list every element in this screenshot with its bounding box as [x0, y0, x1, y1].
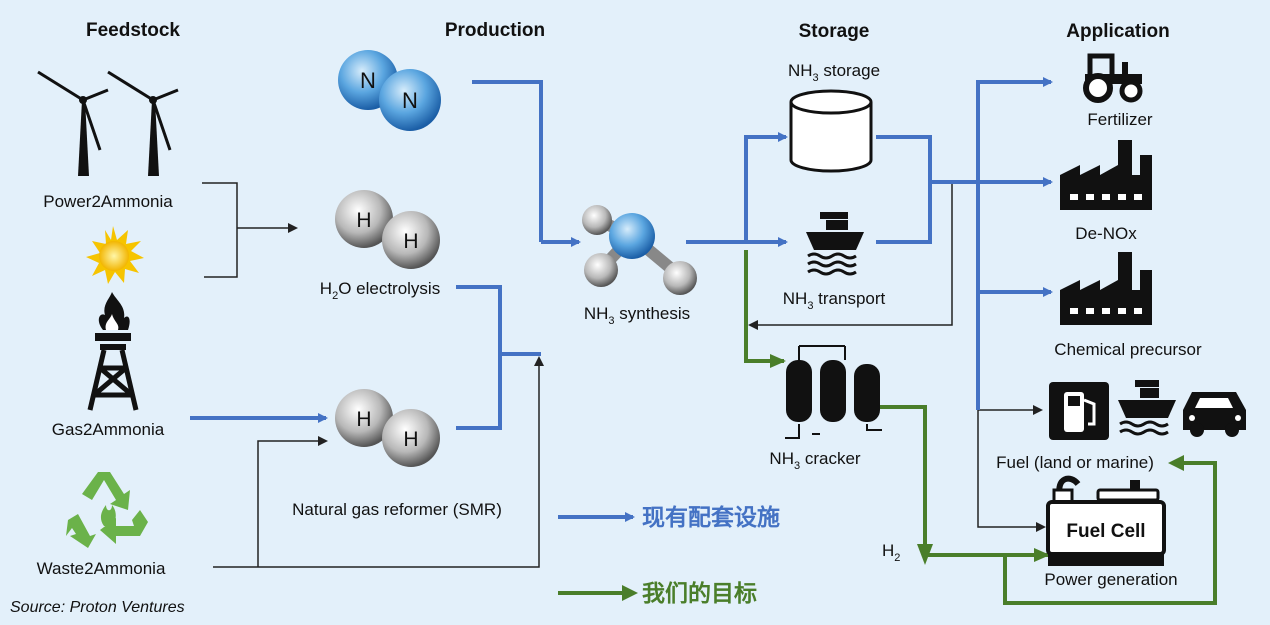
header-production: Production	[445, 20, 545, 41]
factory-denox-icon	[1060, 140, 1152, 210]
green-arrowheads	[622, 354, 1184, 601]
nh3-molecule-icon	[582, 205, 697, 295]
h2-molecule-smr-icon: H H	[335, 389, 440, 467]
h2-molecule-electrolysis-icon: H H	[335, 190, 440, 269]
label-smr: Natural gas reformer (SMR)	[292, 500, 502, 519]
label-power-generation: Power generation	[1044, 570, 1177, 589]
ship-icon	[806, 212, 864, 276]
legend-existing: 现有配套设施	[642, 504, 780, 531]
wind-turbine-icon	[37, 70, 179, 176]
label-h2: H2	[882, 541, 900, 564]
source-caption: Source: Proton Ventures	[10, 599, 185, 616]
label-power2ammonia: Power2Ammonia	[43, 192, 173, 211]
storage-tank-icon	[789, 89, 873, 173]
tractor-icon	[1083, 53, 1143, 103]
legend-target: 我们的目标	[642, 580, 757, 607]
h-atom-1: H	[356, 209, 371, 232]
header-storage: Storage	[799, 21, 870, 42]
header-feedstock: Feedstock	[86, 20, 180, 41]
fuel-cell-icon	[1046, 475, 1166, 566]
n2-molecule-icon: N N	[338, 50, 441, 131]
h-atom-4: H	[403, 428, 418, 451]
h-atom-3: H	[356, 408, 371, 431]
label-nh3-synthesis: NH3 synthesis	[584, 304, 690, 327]
label-fuel: Fuel (land or marine)	[996, 453, 1154, 472]
label-fertilizer: Fertilizer	[1087, 110, 1153, 129]
header-application: Application	[1066, 21, 1169, 42]
label-chemical-precursor: Chemical precursor	[1054, 340, 1202, 359]
recycle-icon	[66, 472, 148, 548]
cracker-icon	[785, 345, 882, 439]
label-nh3-storage: NH3 storage	[788, 61, 880, 84]
label-fuel-cell: Fuel Cell	[1066, 521, 1145, 542]
label-gas2ammonia: Gas2Ammonia	[52, 420, 165, 439]
label-h2o-electrolysis: H2O electrolysis	[320, 279, 440, 302]
label-nh3-cracker: NH3 cracker	[769, 449, 860, 472]
factory-chemical-icon	[1060, 252, 1152, 325]
n-atom-1: N	[360, 68, 376, 93]
gas-derrick-icon	[87, 292, 139, 411]
car-icon	[1183, 392, 1246, 437]
sun-icon	[86, 226, 144, 284]
n-atom-2: N	[402, 88, 418, 113]
label-nh3-transport: NH3 transport	[783, 289, 886, 312]
fuel-pump-icon	[1049, 382, 1109, 440]
blue-flow-lines	[190, 77, 1053, 522]
fuel-ship-icon	[1118, 380, 1176, 436]
h-atom-2: H	[403, 230, 418, 253]
label-waste2ammonia: Waste2Ammonia	[37, 559, 166, 578]
label-denox: De-NOx	[1075, 224, 1137, 243]
